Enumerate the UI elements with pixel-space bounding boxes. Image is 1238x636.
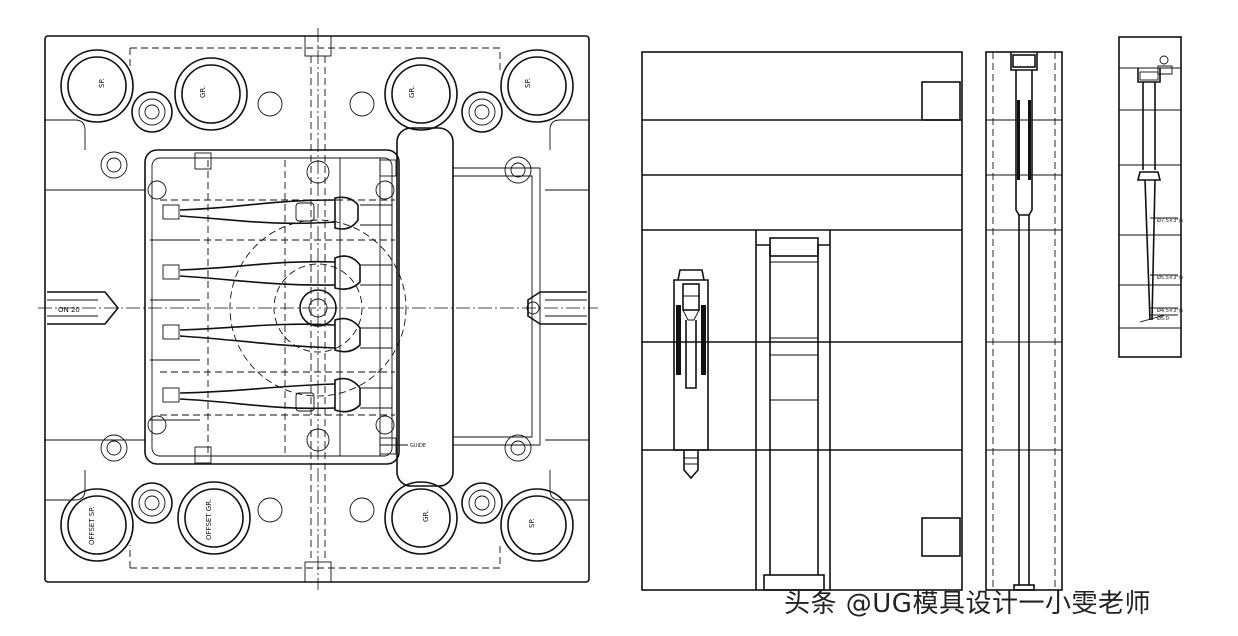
runner-tag: GUIDE xyxy=(410,443,426,449)
slide-block: GUIDE xyxy=(380,127,541,487)
circle-labels: SP. GR. GR. SP. OFFSET SP. OFFSET GR. GR… xyxy=(88,78,536,545)
label-offset-sp: OFFSET SP. xyxy=(88,506,96,545)
plan-view: SP. GR. GR. SP. OFFSET SP. OFFSET GR. GR… xyxy=(38,28,598,590)
dim-4: Ø5.0 xyxy=(1157,315,1169,322)
part-cavities xyxy=(150,196,393,421)
dim-3: Ø4.5×3°/s xyxy=(1157,307,1183,314)
dim-1: Ø7.5×3°/s xyxy=(1157,217,1183,224)
nozzle-detail-view: Ø7.5×3°/s Ø5.5×3°/s Ø4.5×3°/s Ø5.0 xyxy=(1118,36,1183,358)
section-view-main xyxy=(641,51,963,591)
side-label: ON 20 xyxy=(58,306,80,314)
plate-screws xyxy=(100,91,532,524)
guide-bush-circles xyxy=(60,49,574,562)
label-gr-2: GR. xyxy=(408,86,416,98)
label-gr-1: GR. xyxy=(199,86,207,98)
section-view-side xyxy=(985,51,1063,591)
section-screw xyxy=(673,269,709,480)
side-locators: ON 20 xyxy=(47,291,587,325)
watermark: 头条 @UG模具设计一小雯老师 xyxy=(784,589,1151,619)
label-sp-3: SP. xyxy=(528,518,536,528)
label-sp-2: SP. xyxy=(524,78,532,88)
cavity-insert xyxy=(144,149,407,465)
dim-2: Ø5.5×3°/s xyxy=(1157,274,1183,281)
label-sp-1: SP. xyxy=(98,78,106,88)
label-gr-3: GR. xyxy=(422,510,430,522)
label-offset-gr: OFFSET GR. xyxy=(205,499,213,540)
